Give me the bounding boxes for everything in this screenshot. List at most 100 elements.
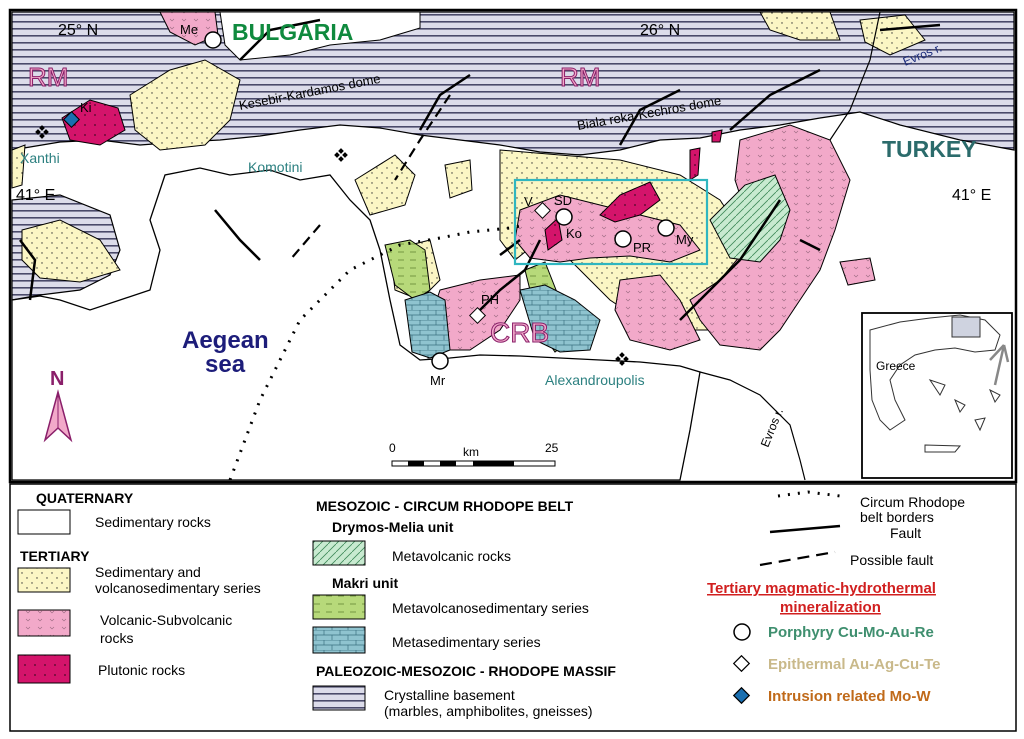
plutonic-central bbox=[599, 181, 661, 223]
north-arrow-label: N bbox=[50, 368, 64, 390]
legend-fault-line bbox=[769, 524, 841, 534]
legend-volcanic-label-1: Volcanic-Subvolcanic bbox=[100, 612, 232, 628]
deposit-mr-marker bbox=[431, 352, 449, 370]
crb-border bbox=[228, 223, 526, 481]
plutonic-small-3 bbox=[711, 129, 723, 143]
legend-sed-volc-label-1: Sedimentary and bbox=[95, 564, 201, 580]
sed-patch-8 bbox=[11, 144, 26, 189]
legend-volcanic-swatch bbox=[17, 609, 71, 637]
crb-label: CRB bbox=[490, 317, 549, 348]
legend-epithermal-symbol bbox=[732, 654, 751, 673]
deposit-sd-label: SD bbox=[554, 193, 572, 208]
sed-patch-6 bbox=[759, 11, 841, 41]
sed-patch-7 bbox=[859, 14, 926, 56]
sed-patch-4 bbox=[21, 219, 121, 283]
sea-label: sea bbox=[205, 351, 246, 378]
alexandroupolis-label: Alexandroupolis bbox=[545, 372, 645, 388]
deposit-my-marker bbox=[657, 219, 675, 237]
inset-greece-label: Greece bbox=[876, 359, 916, 373]
lon-26-label: 26° N bbox=[640, 22, 680, 39]
legend-basement-swatch bbox=[312, 685, 366, 711]
legend-intrusion-label: Intrusion related Mo-W bbox=[768, 688, 931, 705]
legend-metased-swatch bbox=[312, 626, 366, 654]
legend-sedimentary-swatch bbox=[17, 509, 71, 535]
bulgaria-label: BULGARIA bbox=[232, 19, 353, 45]
legend-intrusion-symbol bbox=[732, 686, 751, 705]
legend-epithermal-label: Epithermal Au-Ag-Cu-Te bbox=[768, 656, 941, 673]
deposit-my-label: My bbox=[676, 232, 694, 247]
lat-41-right-label: 41° E bbox=[952, 187, 991, 204]
legend-metavolcanic-label: Metavolcanic rocks bbox=[392, 548, 511, 564]
deposit-ph-marker bbox=[469, 307, 486, 324]
deposit-ki-label: Ki bbox=[80, 100, 92, 115]
legend-crb-line bbox=[777, 490, 841, 498]
legend-possible-fault-line bbox=[759, 550, 836, 567]
legend-crb-label-1: Circum Rhodope bbox=[860, 494, 965, 510]
lat-41-left-label: 41° E bbox=[16, 187, 55, 204]
scale-unit: km bbox=[463, 445, 479, 459]
deposit-mr-label: Mr bbox=[430, 373, 446, 388]
legend-min-title-1: Tertiary magmatic-hydrothermal bbox=[707, 580, 936, 597]
faults bbox=[19, 18, 941, 321]
legend-metavolcanosed-label: Metavolcanosedimentary series bbox=[392, 600, 589, 616]
coastline bbox=[11, 167, 701, 481]
deposit-ko-label: Ko bbox=[566, 226, 582, 241]
komotini-label: Komotini bbox=[248, 159, 302, 175]
evros-river bbox=[699, 11, 881, 481]
legend-volcanic-label-2: rocks bbox=[100, 630, 133, 646]
legend-porphyry-symbol bbox=[733, 623, 751, 641]
legend-possible-fault-label: Possible fault bbox=[850, 552, 933, 568]
north-arrow: N bbox=[43, 368, 73, 443]
deposit-me-label: Me bbox=[180, 22, 198, 37]
metavolcanic-area bbox=[709, 174, 791, 263]
xanthi-label: Xanthi bbox=[20, 150, 60, 166]
deposit-ki-marker bbox=[63, 111, 80, 128]
legend-frame bbox=[9, 483, 1017, 732]
volc-patch-5 bbox=[839, 257, 876, 286]
deposit-pr-marker bbox=[614, 230, 632, 248]
scale-zero: 0 bbox=[389, 441, 396, 455]
deposit-ph-label: PH bbox=[481, 292, 499, 307]
deposit-pr-label: PR bbox=[633, 240, 651, 255]
bulgaria-area bbox=[219, 11, 421, 61]
plutonic-ki bbox=[61, 99, 126, 146]
city-symbol-alexandroupolis bbox=[615, 352, 629, 366]
legend-metavolcanic-swatch bbox=[312, 540, 366, 566]
deposit-v-label: V bbox=[524, 194, 533, 209]
deposit-v-marker bbox=[534, 202, 551, 219]
legend-mesozoic-heading: MESOZOIC - CIRCUM RHODOPE BELT bbox=[316, 498, 574, 514]
aegean-label: Aegean bbox=[182, 327, 269, 354]
legend-sed-volc-swatch bbox=[17, 567, 71, 593]
inset-map: Greece bbox=[861, 312, 1013, 479]
legend-sed-volc-label-2: volcanosedimentary series bbox=[95, 580, 261, 596]
legend-plutonic-label: Plutonic rocks bbox=[98, 662, 185, 678]
plutonic-small-2 bbox=[689, 147, 701, 181]
legend-makri-heading: Makri unit bbox=[332, 575, 398, 591]
legend-metased-label: Metasedimentary series bbox=[392, 634, 541, 650]
legend-tertiary-heading: TERTIARY bbox=[20, 548, 90, 564]
legend-metavolcanosed-swatch bbox=[312, 594, 366, 620]
legend-drymos-heading: Drymos-Melia unit bbox=[332, 519, 454, 535]
rm-east-label: RM bbox=[560, 62, 600, 92]
scale-bar: 0 km 25 bbox=[389, 441, 559, 467]
legend-basement-label-1: Crystalline basement bbox=[384, 687, 515, 703]
volc-patch-6 bbox=[614, 274, 701, 351]
legend-paleozoic-heading: PALEOZOIC-MESOZOIC - RHODOPE MASSIF bbox=[316, 663, 616, 679]
plutonic-small-1 bbox=[544, 217, 563, 251]
city-symbol-komotini bbox=[334, 148, 348, 162]
legend-crb-label-2: belt borders bbox=[860, 509, 934, 525]
scale-max: 25 bbox=[545, 441, 559, 455]
rm-west-label: RM bbox=[28, 62, 68, 92]
legend-quaternary-heading: QUATERNARY bbox=[36, 490, 134, 506]
deposit-sd-marker bbox=[555, 208, 573, 226]
possible-faults bbox=[289, 94, 451, 261]
metavolcanosed-1 bbox=[384, 239, 431, 301]
metased-2 bbox=[519, 284, 601, 353]
metased-1 bbox=[404, 291, 451, 359]
turkey-label: TURKEY bbox=[882, 136, 977, 162]
legend-plutonic-swatch bbox=[17, 654, 71, 684]
legend-basement-label-2: (marbles, amphibolites, gneisses) bbox=[384, 703, 593, 719]
lon-25-label: 25° N bbox=[58, 22, 98, 39]
legend-porphyry-label: Porphyry Cu-Mo-Au-Re bbox=[768, 624, 934, 641]
